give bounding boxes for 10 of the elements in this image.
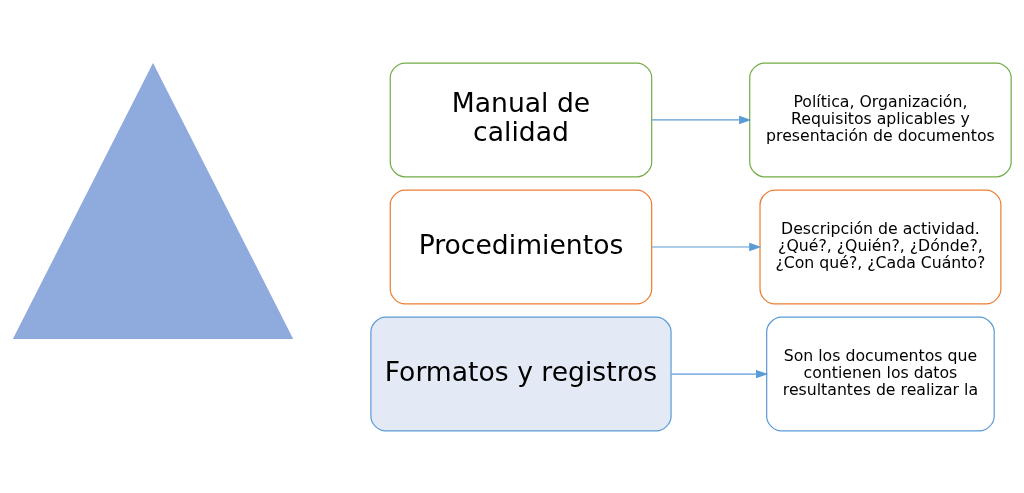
node-box: Formatos y registros [369, 316, 672, 432]
node-triangle [12, 62, 293, 339]
arrow [651, 115, 751, 124]
node-box: Política, Organización, Requisitos aplicables y presentación de documentos [748, 61, 1012, 177]
arrow [670, 369, 768, 378]
node-box: Manual de calidad [389, 61, 652, 177]
node-box: Son los documentos que contienen los datos resultantes de realizar la [765, 316, 995, 432]
arrow [651, 242, 761, 251]
node-box: Descripción de actividad. ¿Qué?, ¿Quién?, ¿Dónde?, ¿Con qué?, ¿Cada Cuánto? [758, 189, 1001, 304]
node-box: Procedimientos [389, 189, 652, 304]
